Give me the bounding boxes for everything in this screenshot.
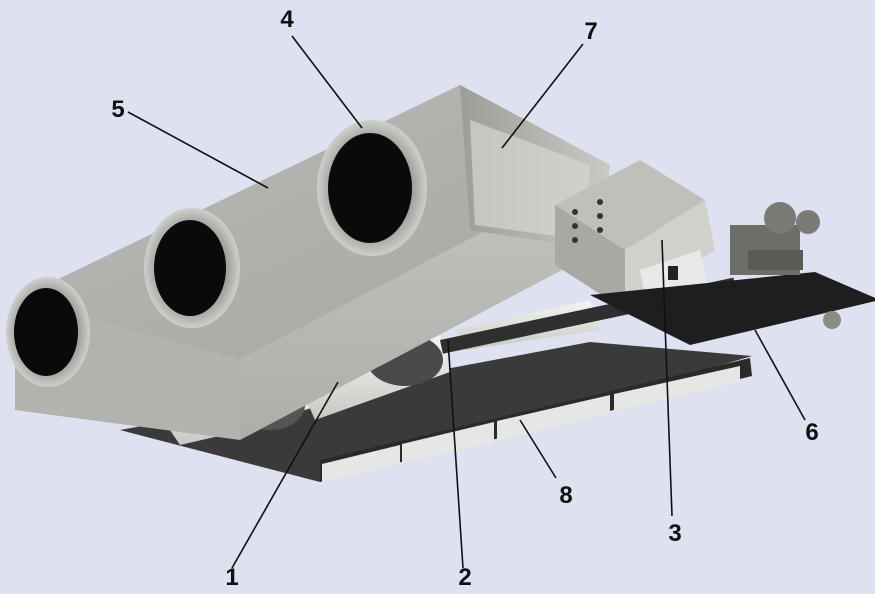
- callout-4: 4: [280, 6, 294, 33]
- control-box: [555, 160, 715, 312]
- leader-6: [754, 329, 806, 421]
- leader-1: [231, 381, 339, 569]
- leader-lines: [127, 35, 806, 569]
- duct-spigot-1: [6, 277, 90, 387]
- leader-3: [661, 239, 673, 517]
- leader-7: [501, 43, 584, 149]
- filter-frame: [120, 342, 752, 482]
- drain-tray: [590, 272, 875, 345]
- callout-1: 1: [225, 564, 239, 591]
- callout-6: 6: [805, 419, 819, 446]
- leader-4: [291, 35, 363, 129]
- leader-5: [127, 111, 269, 189]
- callout-3: 3: [668, 520, 682, 547]
- leader-8: [519, 419, 557, 479]
- leader-2: [447, 339, 464, 569]
- valve-assembly: [730, 202, 820, 275]
- callout-5: 5: [111, 96, 125, 123]
- duct-spigot-2: [144, 208, 240, 328]
- callout-2: 2: [458, 564, 472, 591]
- callout-8: 8: [559, 482, 573, 509]
- duct-spigot-3: [317, 120, 427, 256]
- callout-7: 7: [584, 18, 598, 45]
